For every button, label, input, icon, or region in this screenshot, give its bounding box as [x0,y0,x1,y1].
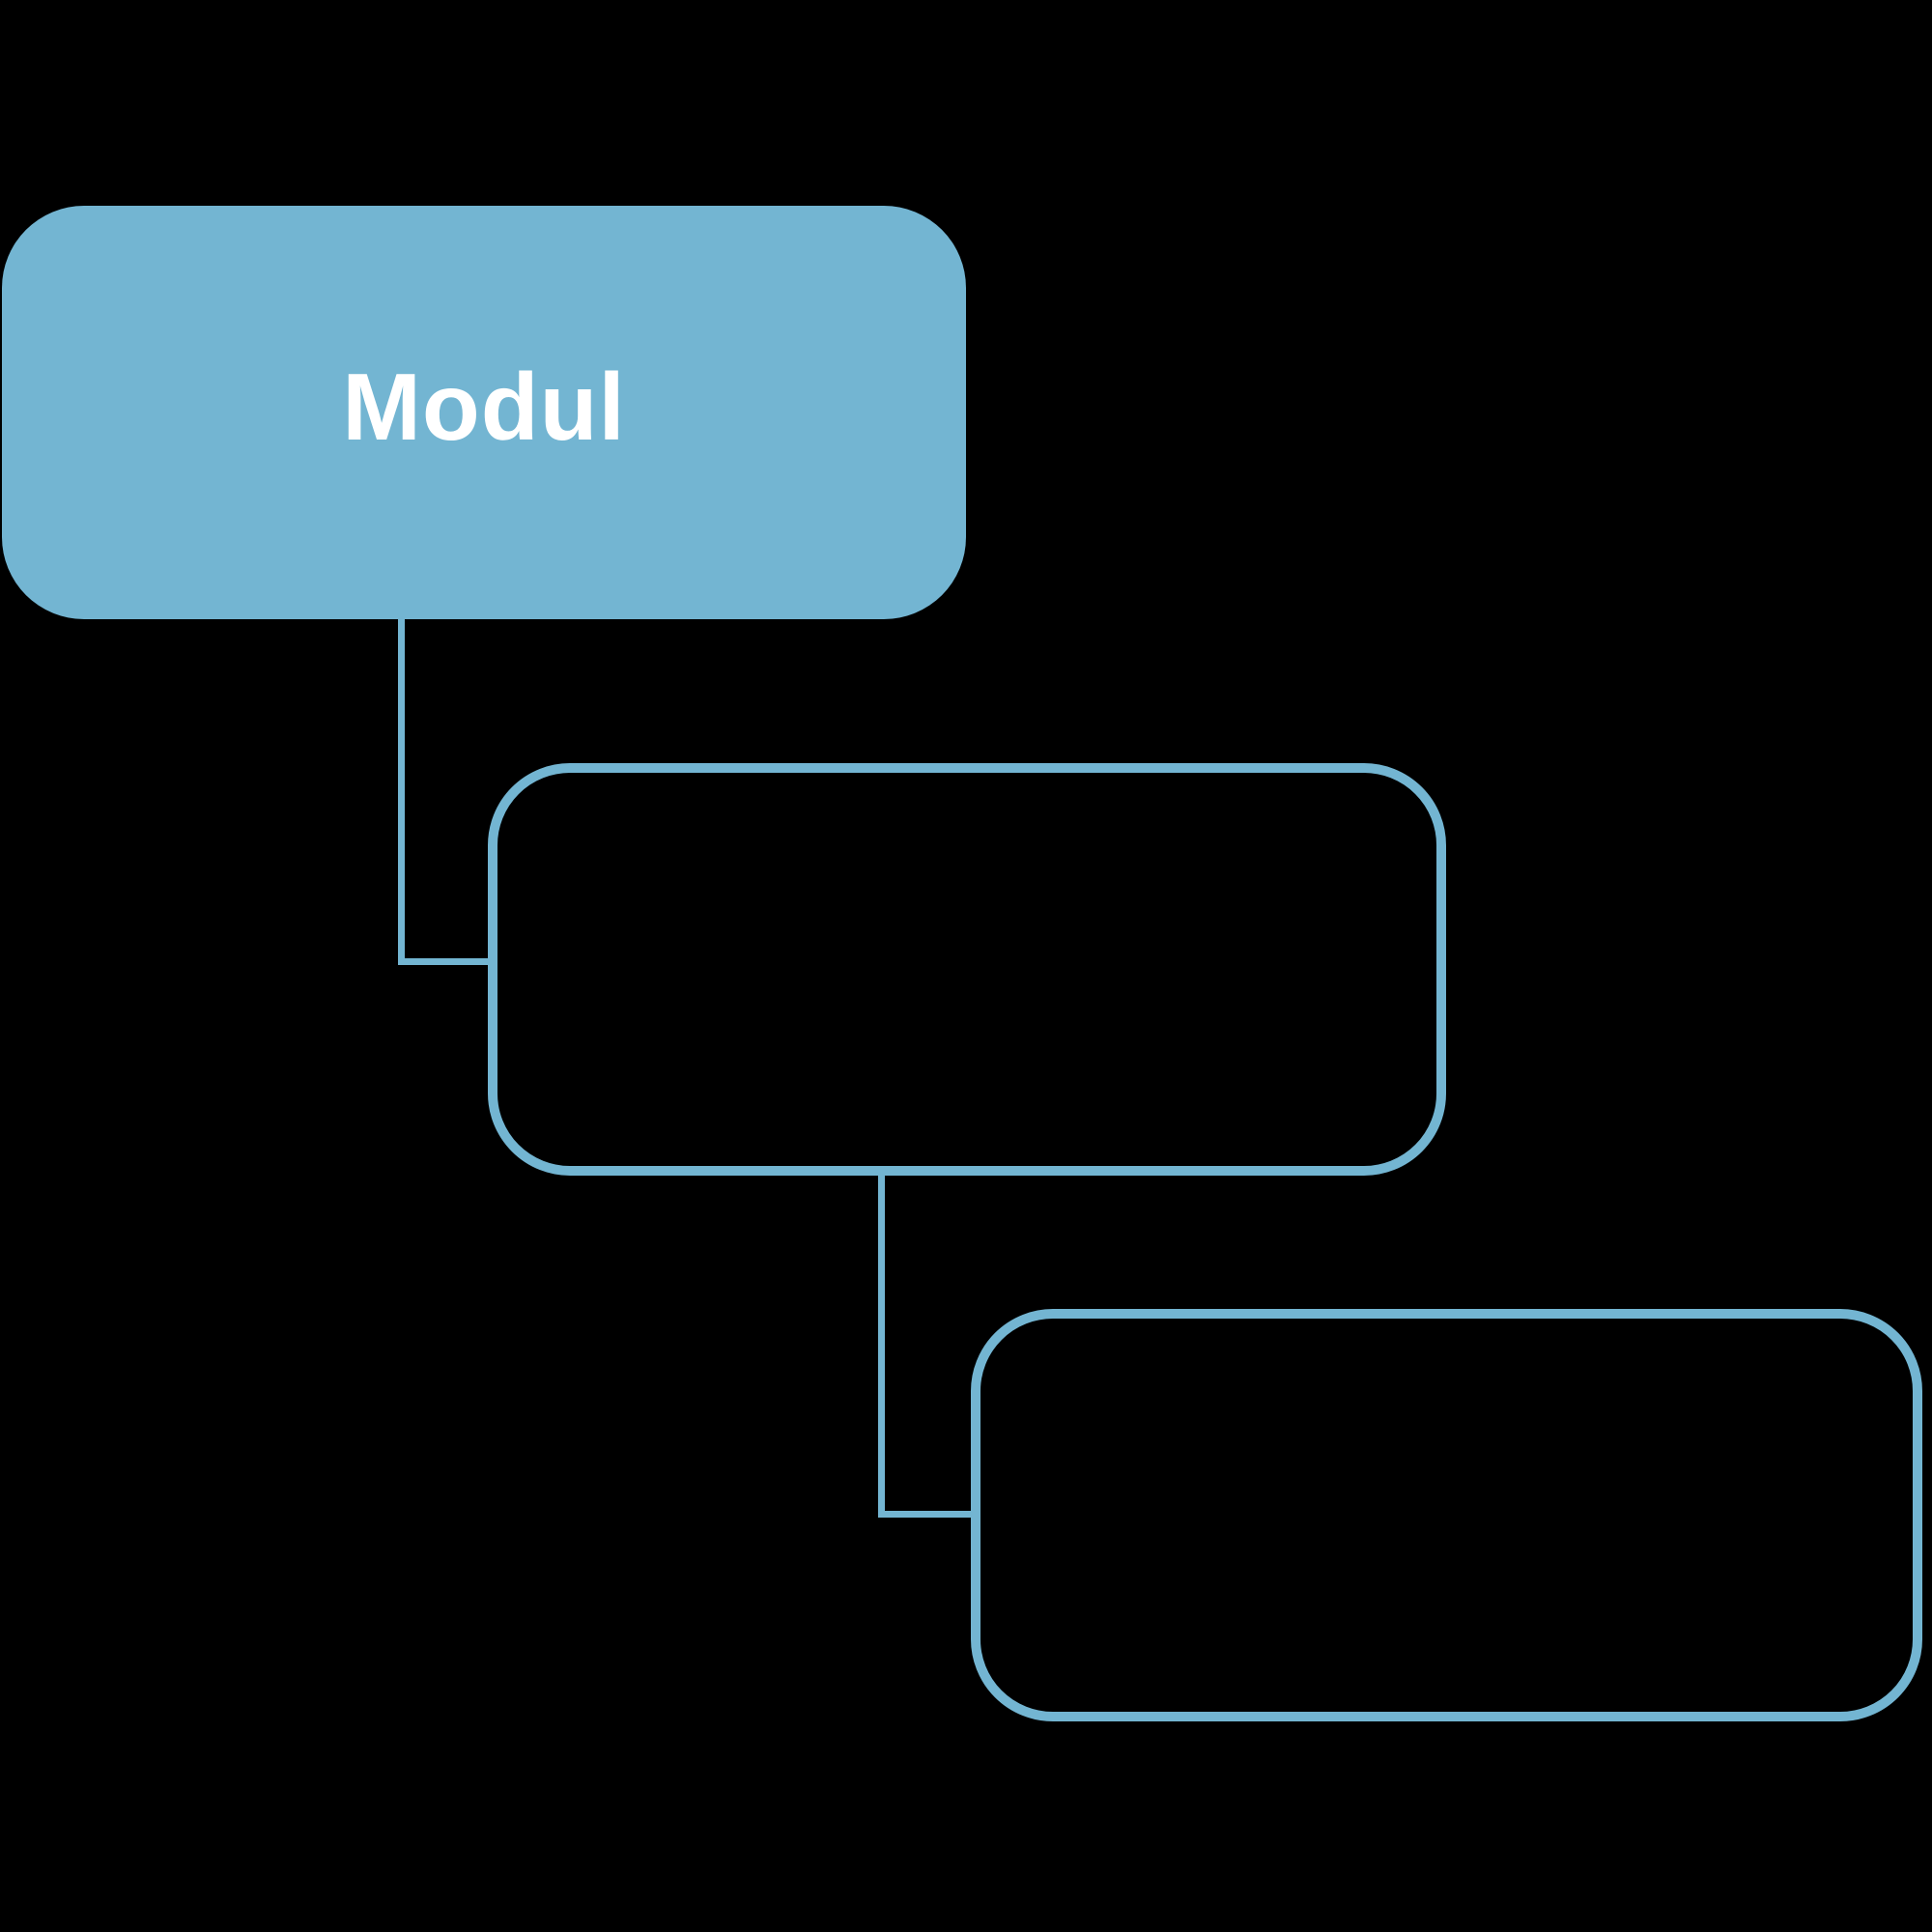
node-sub-2 [971,1309,1922,1721]
node-modul: Modul [2,206,966,619]
connector-modul-to-sub1-horizontal [398,958,491,965]
connector-sub1-to-sub2-vertical [878,1176,885,1518]
connector-sub1-to-sub2-horizontal [878,1511,976,1518]
connector-modul-to-sub1-vertical [398,619,405,965]
node-modul-label: Modul [342,354,626,460]
node-sub-1 [488,763,1446,1176]
